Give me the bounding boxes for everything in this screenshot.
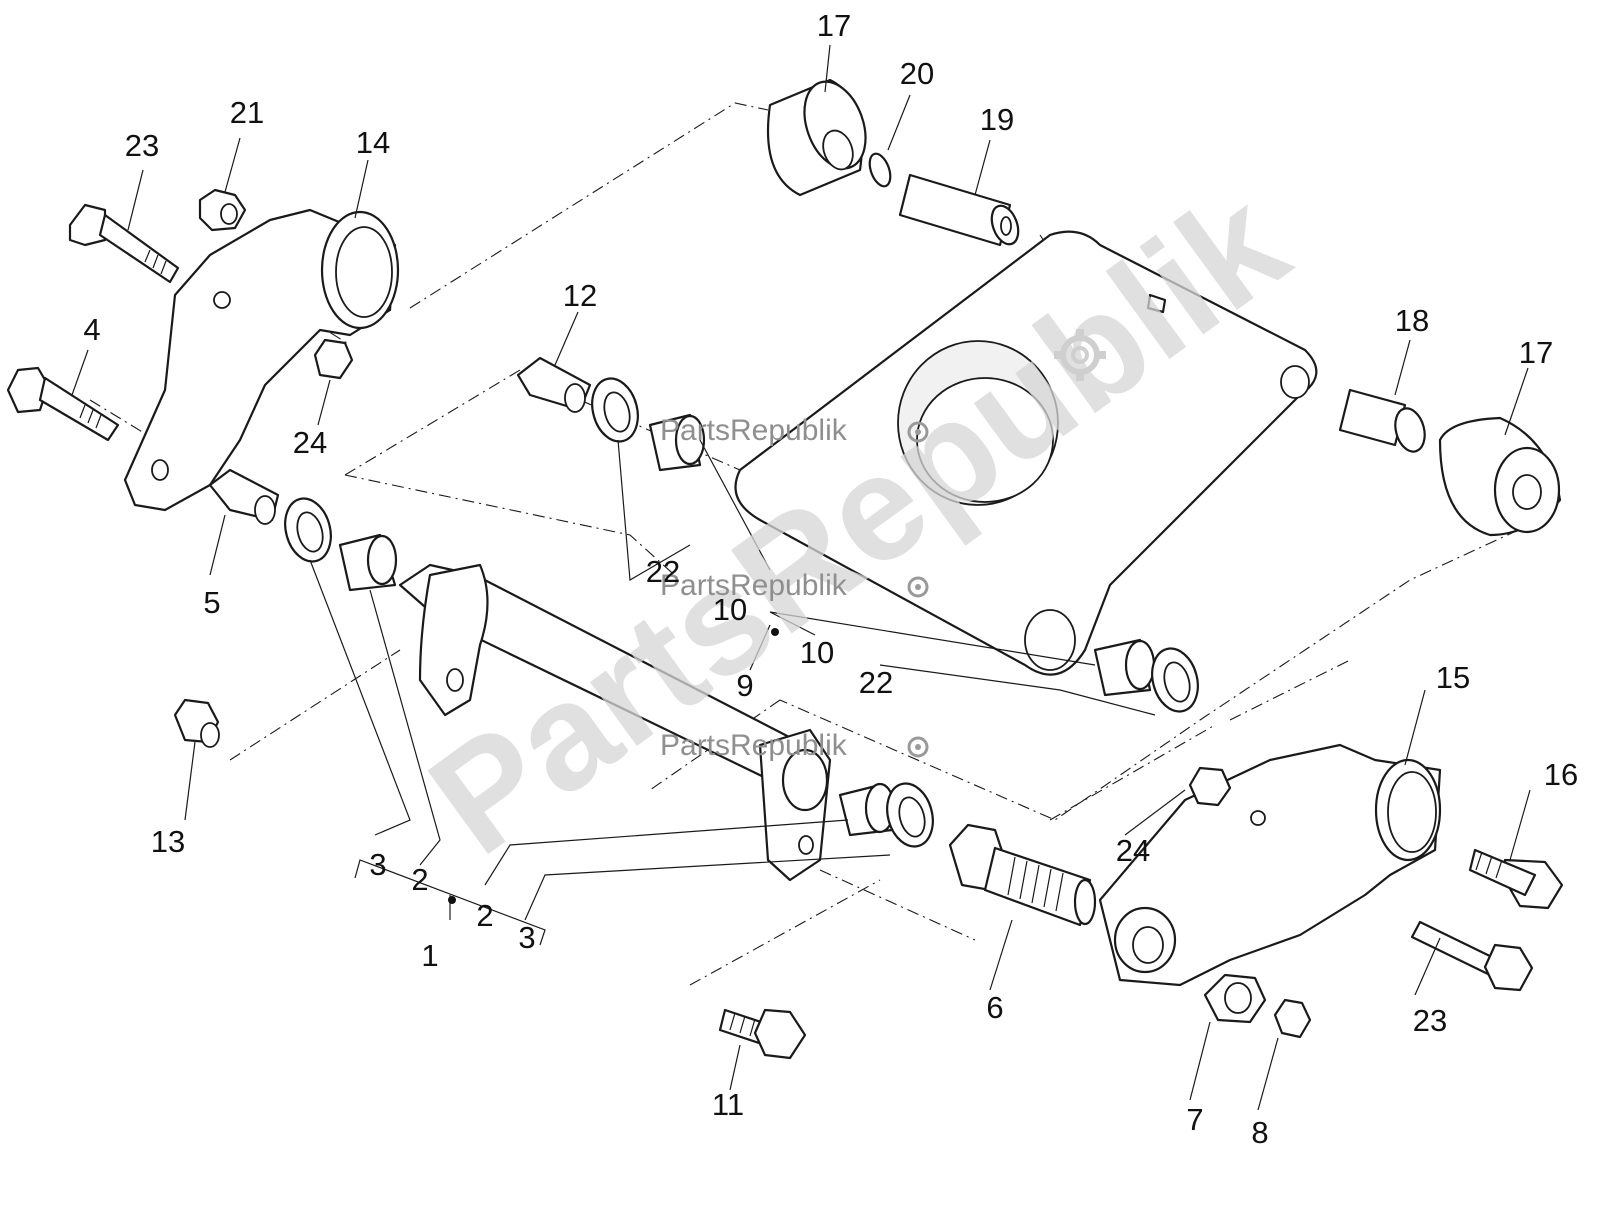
callout-16: 16 (1544, 757, 1578, 792)
leader-lines (71, 44, 1531, 1111)
bushing-2-right (838, 782, 896, 837)
callout-3-left: 3 (369, 847, 386, 882)
bushing-2-left (338, 533, 398, 592)
shaft-9 (398, 563, 832, 882)
callout-8: 8 (1251, 1115, 1268, 1150)
gear-icon (907, 421, 929, 443)
pin-19 (898, 173, 1020, 247)
nut-13 (173, 698, 220, 748)
callout-3-right: 3 (518, 920, 535, 955)
callout-15: 15 (1436, 660, 1470, 695)
callout-6: 6 (986, 990, 1003, 1025)
callout-10-lower: 10 (800, 635, 834, 670)
gear-icon (907, 576, 929, 598)
callout-9: 9 (736, 668, 753, 703)
bushing-18 (1338, 388, 1426, 453)
gear-icon (1054, 329, 1106, 381)
spacer-5 (208, 468, 280, 525)
callout-5: 5 (203, 585, 220, 620)
bolt-4 (6, 366, 120, 442)
callout-17-upper: 17 (817, 8, 851, 43)
callouts: 17 20 19 21 23 14 12 4 24 18 17 5 22 10 … (83, 8, 1578, 1150)
washer-22-lower (1151, 647, 1199, 713)
watermark-layer: PartsRepublik PartsRepublik PartsRepubli… (400, 157, 1315, 886)
callout-7: 7 (1186, 1102, 1203, 1137)
callout-20: 20 (900, 56, 934, 91)
callout-4: 4 (83, 312, 100, 347)
nut-8 (1273, 998, 1312, 1039)
callout-13: 13 (151, 824, 185, 859)
nut-24-lower (1188, 766, 1232, 807)
swing-arm-link (734, 230, 1318, 676)
callout-21: 21 (230, 95, 264, 130)
callout-24-lower: 24 (1116, 833, 1150, 868)
watermark-text-2: PartsRepublik (660, 569, 848, 602)
bushing-10-lower (1093, 638, 1156, 697)
bushing-10-upper (648, 413, 706, 472)
callout-23-upper: 23 (125, 128, 159, 163)
bracket-15 (1098, 743, 1442, 987)
callout-2-left: 2 (411, 862, 428, 897)
washer-3-right (886, 782, 934, 848)
watermark-large: PartsRepublik (400, 157, 1315, 886)
gear-icon (907, 736, 929, 758)
callout-1: 1 (421, 938, 438, 973)
nut-7 (1203, 973, 1267, 1024)
bolt-23-lower (1410, 920, 1534, 992)
bolt-23-upper (68, 203, 180, 284)
bushing-17-upper (766, 78, 867, 197)
callout-11: 11 (712, 1087, 744, 1122)
callout-18: 18 (1395, 303, 1429, 338)
bushing-17-lower (1438, 416, 1562, 537)
bolt-16 (1468, 848, 1564, 910)
nut-24-upper (313, 338, 354, 380)
watermark-text-1: PartsRepublik (660, 414, 848, 447)
callout-24-upper: 24 (293, 425, 327, 460)
spacer-12 (516, 356, 592, 413)
callout-22-lower: 22 (859, 665, 893, 700)
callout-22-upper: 22 (646, 554, 680, 589)
bracket-14 (123, 208, 400, 512)
nut-21 (198, 188, 247, 232)
bolt-11 (718, 1008, 807, 1060)
callout-19: 19 (980, 102, 1014, 137)
circlip-20 (868, 152, 892, 188)
callout-17-lower: 17 (1519, 335, 1553, 370)
callout-10-upper: 10 (713, 592, 747, 627)
callout-2-right: 2 (476, 898, 493, 933)
callout-12: 12 (563, 278, 597, 313)
washer-3-left (284, 497, 332, 563)
callout-23-lower: 23 (1413, 1003, 1447, 1038)
watermark-text-3: PartsRepublik (660, 729, 848, 762)
washer-22-upper (591, 377, 639, 443)
callout-14: 14 (356, 125, 390, 160)
bolt-6 (948, 823, 1097, 927)
